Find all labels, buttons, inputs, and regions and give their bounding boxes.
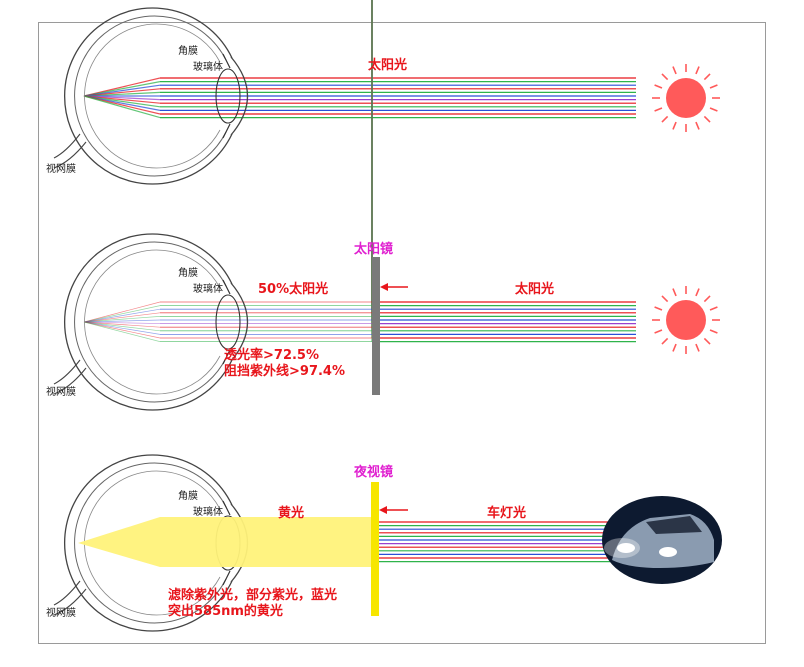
crystalline-lens: [215, 68, 241, 124]
sun-ray: [703, 73, 711, 81]
eyeball-outline: [64, 454, 233, 632]
vitreous-label: 玻璃体: [193, 507, 223, 518]
light-rays: [83, 77, 636, 119]
sun-ray: [654, 84, 663, 89]
arrowhead: [380, 283, 388, 291]
refracted-ray: [83, 312, 161, 323]
refracted-ray: [83, 321, 161, 339]
night-vision-lens: [371, 482, 379, 616]
retina-label: 视网膜: [46, 387, 76, 398]
sunlight-label: 太阳光: [368, 58, 408, 73]
sun-ray: [672, 288, 677, 297]
sun-ray: [672, 121, 677, 130]
vitreous-label: 玻璃体: [193, 284, 223, 295]
refracted-ray: [83, 319, 161, 323]
cornea-outline: [230, 282, 249, 362]
retina-layer: [84, 23, 221, 169]
sun-ray: [654, 107, 663, 112]
sun-ray: [703, 295, 711, 303]
sunglasses-lens-label: 太阳镜: [354, 242, 394, 257]
diagram-frame: [38, 22, 766, 644]
sun-ray: [661, 337, 669, 345]
refracted-ray: [83, 301, 161, 323]
sun-icon: [652, 64, 720, 132]
sun-ray: [672, 343, 677, 352]
yellow-light-beam: [160, 517, 374, 567]
refracted-ray: [83, 321, 161, 328]
eye-illustration: [53, 7, 249, 185]
iris: [222, 279, 231, 365]
headlight-rays: [376, 521, 636, 563]
eyeball-outline: [64, 7, 233, 185]
refracted-ray: [83, 305, 161, 323]
choroid-layer: [74, 241, 227, 403]
sun-ray: [654, 306, 663, 311]
yellow-light-label: 黄光: [278, 506, 305, 521]
iris: [222, 500, 231, 586]
sun-ray: [709, 306, 718, 311]
vitreous-label: 玻璃体: [193, 62, 223, 73]
retina-label: 视网膜: [46, 608, 76, 619]
refracted-ray: [83, 95, 161, 119]
sun-ray: [695, 343, 700, 352]
highlight-note: 突出585nm的黄光: [168, 604, 283, 619]
retina-layer: [84, 249, 221, 395]
headlight: [617, 543, 635, 553]
refracted-ray: [83, 321, 161, 335]
headlight: [659, 547, 677, 557]
sun-disc: [666, 78, 706, 118]
choroid-layer: [74, 15, 227, 177]
headlight-label: 车灯光: [487, 506, 527, 521]
arrowhead: [379, 506, 387, 514]
sun-ray: [661, 295, 669, 303]
light-rays: [371, 0, 636, 343]
sun-ray: [661, 115, 669, 123]
car-headlight-image: [602, 496, 722, 584]
sun-ray: [661, 73, 669, 81]
cornea-label: 角膜: [178, 46, 198, 57]
sun-ray: [709, 84, 718, 89]
sun-ray: [695, 121, 700, 130]
refracted-ray: [83, 316, 161, 323]
transmittance-note: 透光率>72.5%: [224, 348, 319, 363]
sun-ray: [654, 329, 663, 334]
sunlight-label: 太阳光: [515, 282, 555, 297]
sun-ray: [695, 288, 700, 297]
sunglasses-lens: [372, 257, 380, 395]
sun-ray: [709, 329, 718, 334]
retina-label: 视网膜: [46, 164, 76, 175]
optic-nerve: [53, 133, 87, 169]
sun-ray: [672, 66, 677, 75]
eye-illustration: [53, 233, 249, 411]
cornea-label: 角膜: [178, 268, 198, 279]
sun-ray: [703, 337, 711, 345]
filtered-rays: [83, 301, 372, 343]
car-windshield: [646, 516, 702, 534]
optic-nerve: [53, 580, 87, 616]
uv-block-note: 阻挡紫外线>97.4%: [224, 364, 345, 379]
headlight-glow: [604, 538, 640, 558]
yellow-light-cone: [78, 517, 160, 567]
refracted-ray: [83, 321, 161, 324]
filter-note: 滤除紫外光，部分紫光，蓝光: [168, 588, 338, 603]
eyeball-outline: [64, 233, 233, 411]
sun-ray: [709, 107, 718, 112]
cornea-label: 角膜: [178, 491, 198, 502]
sun-disc: [666, 300, 706, 340]
optic-nerve: [53, 359, 87, 395]
half-sunlight-label: 50%太阳光: [258, 282, 329, 297]
sun-ray: [703, 115, 711, 123]
refracted-ray: [83, 321, 161, 342]
refracted-ray: [83, 321, 161, 332]
iris: [222, 53, 231, 139]
cornea-outline: [230, 56, 249, 136]
night-lens-label: 夜视镜: [354, 465, 394, 480]
sun-ray: [695, 66, 700, 75]
choroid-layer: [74, 462, 227, 624]
sun-icon: [652, 286, 720, 354]
refracted-ray: [83, 308, 161, 323]
crystalline-lens: [215, 294, 241, 350]
